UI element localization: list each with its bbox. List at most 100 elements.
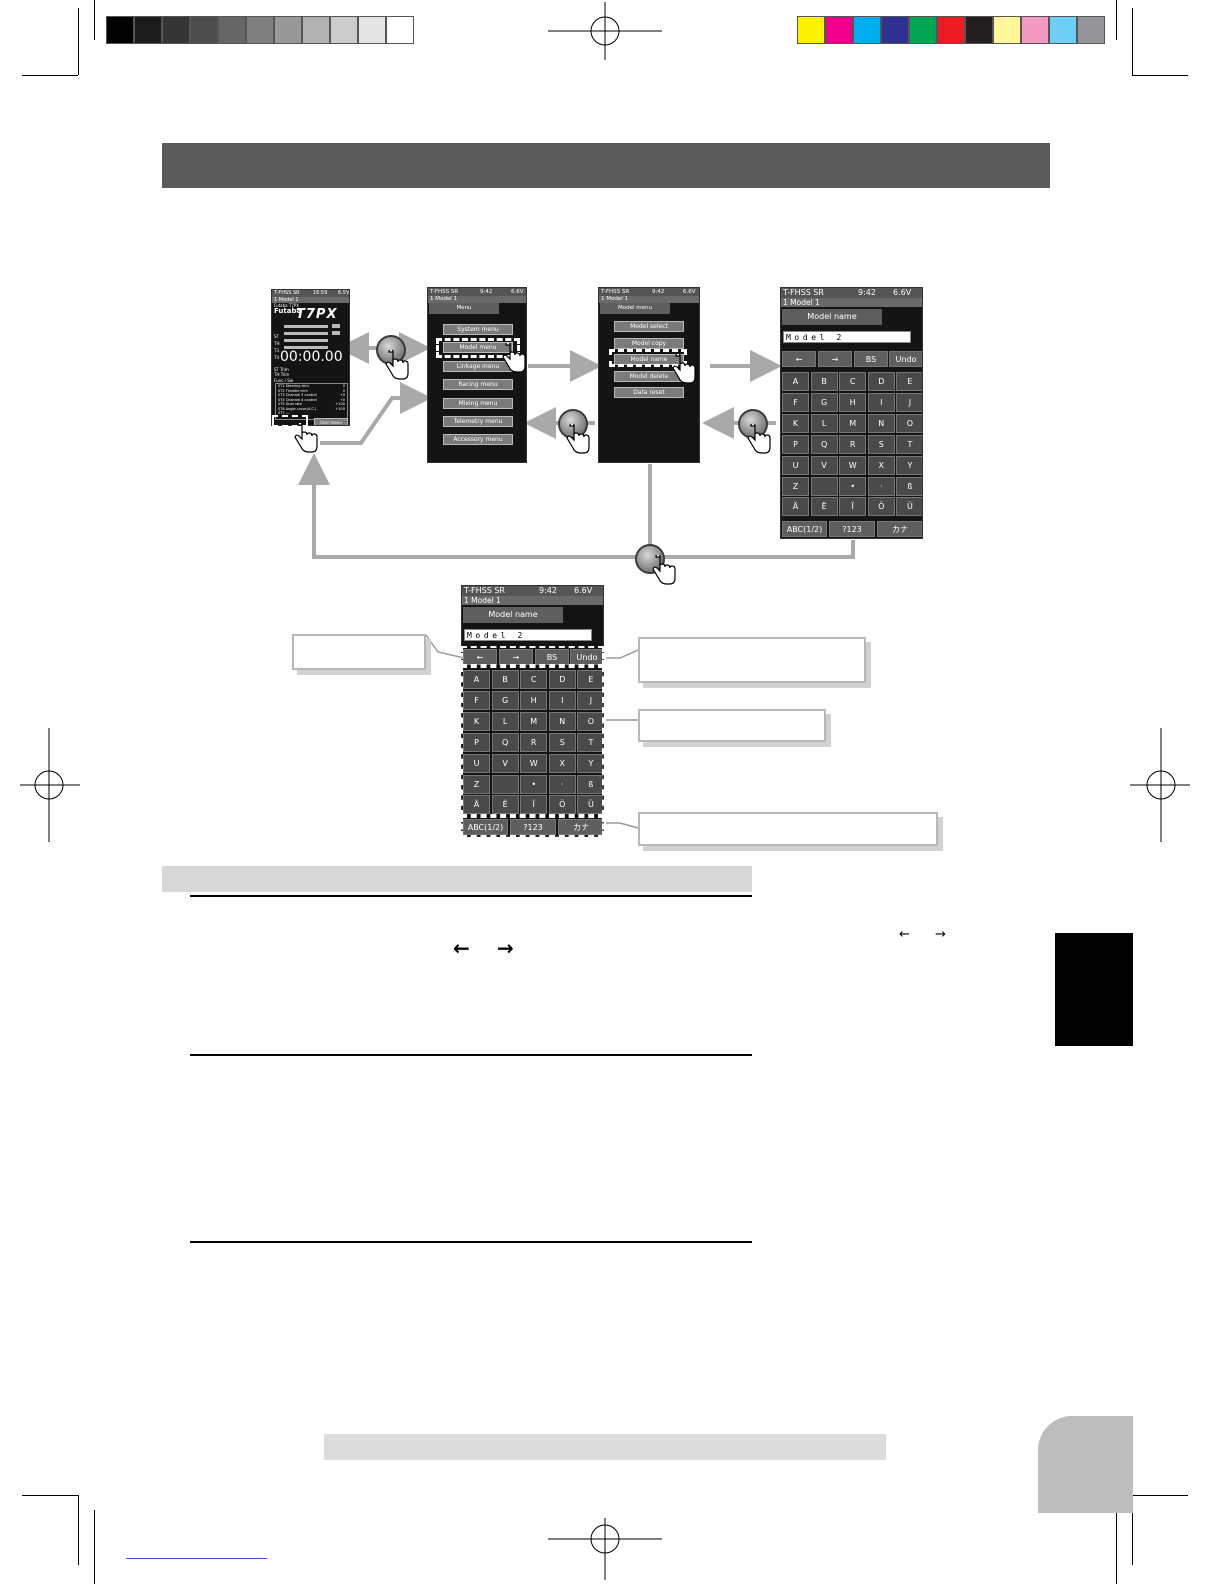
undo-key[interactable]: Undo — [889, 351, 922, 367]
character-key[interactable]: N — [548, 711, 576, 731]
character-key[interactable]: G — [810, 392, 838, 412]
character-key[interactable]: Ö — [867, 497, 895, 517]
menu-item-mixing-menu[interactable]: Mixing menu — [443, 397, 513, 409]
character-key[interactable]: M — [839, 413, 867, 433]
cursor-right-key[interactable]: → — [818, 351, 852, 367]
character-key[interactable]: Z — [463, 774, 490, 794]
character-key[interactable]: H — [839, 392, 867, 412]
gray-swatch — [134, 16, 162, 44]
character-key[interactable]: P — [463, 732, 490, 752]
character-key[interactable]: Ö — [548, 795, 576, 815]
character-key[interactable]: Ü — [577, 795, 603, 815]
backspace-key[interactable]: BS — [854, 351, 888, 367]
menu-item-telemetry-menu[interactable]: Telemetry menu — [443, 416, 513, 427]
model-name-input[interactable]: Model 2 — [783, 331, 911, 343]
divider — [190, 1241, 752, 1243]
character-key[interactable]: ß — [896, 476, 922, 496]
character-key[interactable]: J — [577, 690, 603, 710]
character-key[interactable]: I — [867, 392, 895, 412]
character-key[interactable]: Ï — [520, 795, 548, 815]
symbol-mode-key[interactable]: ?123 — [510, 819, 556, 835]
character-key[interactable]: Q — [810, 434, 838, 454]
hand-pointer-icon — [747, 424, 771, 454]
character-key[interactable]: • — [520, 774, 548, 794]
character-key[interactable]: S — [867, 434, 895, 454]
character-key[interactable]: C — [839, 372, 867, 391]
character-key[interactable]: E — [577, 670, 603, 689]
character-key[interactable]: W — [520, 753, 548, 773]
character-key[interactable]: C — [520, 670, 548, 689]
menu-item-model-select[interactable]: Model select — [614, 321, 684, 332]
character-key[interactable]: B — [810, 372, 838, 391]
character-key[interactable]: P — [782, 434, 809, 454]
character-key[interactable]: Ü — [896, 497, 922, 517]
character-key[interactable]: Z — [782, 476, 809, 496]
character-key[interactable]: O — [896, 413, 922, 433]
top-crosshair-icon — [548, 2, 662, 60]
menu-item-accessory-menu[interactable]: Accessory menu — [443, 434, 513, 446]
character-key[interactable]: Y — [577, 753, 603, 773]
character-key[interactable]: O — [577, 711, 603, 731]
character-key[interactable]: Y — [896, 455, 922, 475]
character-key[interactable]: V — [491, 753, 519, 773]
character-key[interactable]: F — [782, 392, 809, 412]
character-key[interactable]: D — [867, 372, 895, 391]
character-key[interactable]: Q — [491, 732, 519, 752]
character-key[interactable]: W — [839, 455, 867, 475]
character-key[interactable]: A — [782, 372, 809, 391]
character-key[interactable]: H — [520, 690, 548, 710]
character-key[interactable]: Ï — [839, 497, 867, 517]
character-key[interactable]: V — [810, 455, 838, 475]
character-key[interactable]: M — [520, 711, 548, 731]
character-key[interactable]: L — [491, 711, 519, 731]
character-key[interactable] — [810, 476, 838, 496]
cursor-left-key[interactable]: ← — [782, 351, 816, 367]
character-key[interactable]: · — [548, 774, 576, 794]
menu-item-system-menu[interactable]: System menu — [443, 324, 513, 335]
character-key[interactable]: E — [896, 372, 922, 391]
character-key[interactable]: K — [782, 413, 809, 433]
character-key[interactable]: I — [548, 690, 576, 710]
character-key[interactable]: Ë — [810, 497, 838, 517]
trim-bars: ST TH T3 T4 — [274, 323, 348, 360]
character-key[interactable]: Ë — [491, 795, 519, 815]
character-key[interactable]: F — [463, 690, 490, 710]
link-underline — [126, 1558, 267, 1559]
character-key[interactable]: T — [896, 434, 922, 454]
character-key[interactable]: J — [896, 392, 922, 412]
character-key[interactable]: U — [463, 753, 490, 773]
alphabet-mode-key[interactable]: ABC(1/2) — [782, 521, 827, 537]
menu-item-model-copy[interactable]: Model copy — [614, 337, 684, 349]
character-key[interactable]: B — [491, 670, 519, 689]
menu-item-racing-menu[interactable]: Racing menu — [443, 379, 513, 391]
menu-item-model-menu[interactable]: Model menu — [443, 342, 513, 354]
model-name-input[interactable]: Model 2 — [464, 629, 592, 641]
user-menu-button[interactable]: User menu — [314, 418, 348, 425]
character-key[interactable]: Ä — [463, 795, 490, 815]
alphabet-mode-key[interactable]: ABC(1/2) — [463, 819, 508, 835]
symbol-mode-key[interactable]: ?123 — [829, 521, 875, 537]
kana-mode-key[interactable]: カナ — [877, 521, 922, 537]
character-key[interactable]: S — [548, 732, 576, 752]
character-key[interactable]: X — [548, 753, 576, 773]
character-key[interactable]: A — [463, 670, 490, 689]
character-key[interactable]: T — [577, 732, 603, 752]
character-key[interactable]: G — [491, 690, 519, 710]
kana-mode-key[interactable]: カナ — [558, 819, 603, 835]
character-key[interactable] — [491, 774, 519, 794]
character-key[interactable]: ß — [577, 774, 603, 794]
character-key[interactable]: • — [839, 476, 867, 496]
character-key[interactable]: N — [867, 413, 895, 433]
character-key[interactable]: R — [839, 434, 867, 454]
menu-item-data-reset[interactable]: Data reset — [614, 387, 684, 399]
character-key[interactable]: R — [520, 732, 548, 752]
character-key[interactable]: U — [782, 455, 809, 475]
color-swatch — [853, 16, 881, 44]
character-key[interactable]: · — [867, 476, 895, 496]
character-key[interactable]: L — [810, 413, 838, 433]
character-key[interactable]: D — [548, 670, 576, 689]
receiver-type: T-FHSS SR — [601, 289, 630, 295]
character-key[interactable]: X — [867, 455, 895, 475]
character-key[interactable]: Ä — [782, 497, 809, 517]
character-key[interactable]: K — [463, 711, 490, 731]
